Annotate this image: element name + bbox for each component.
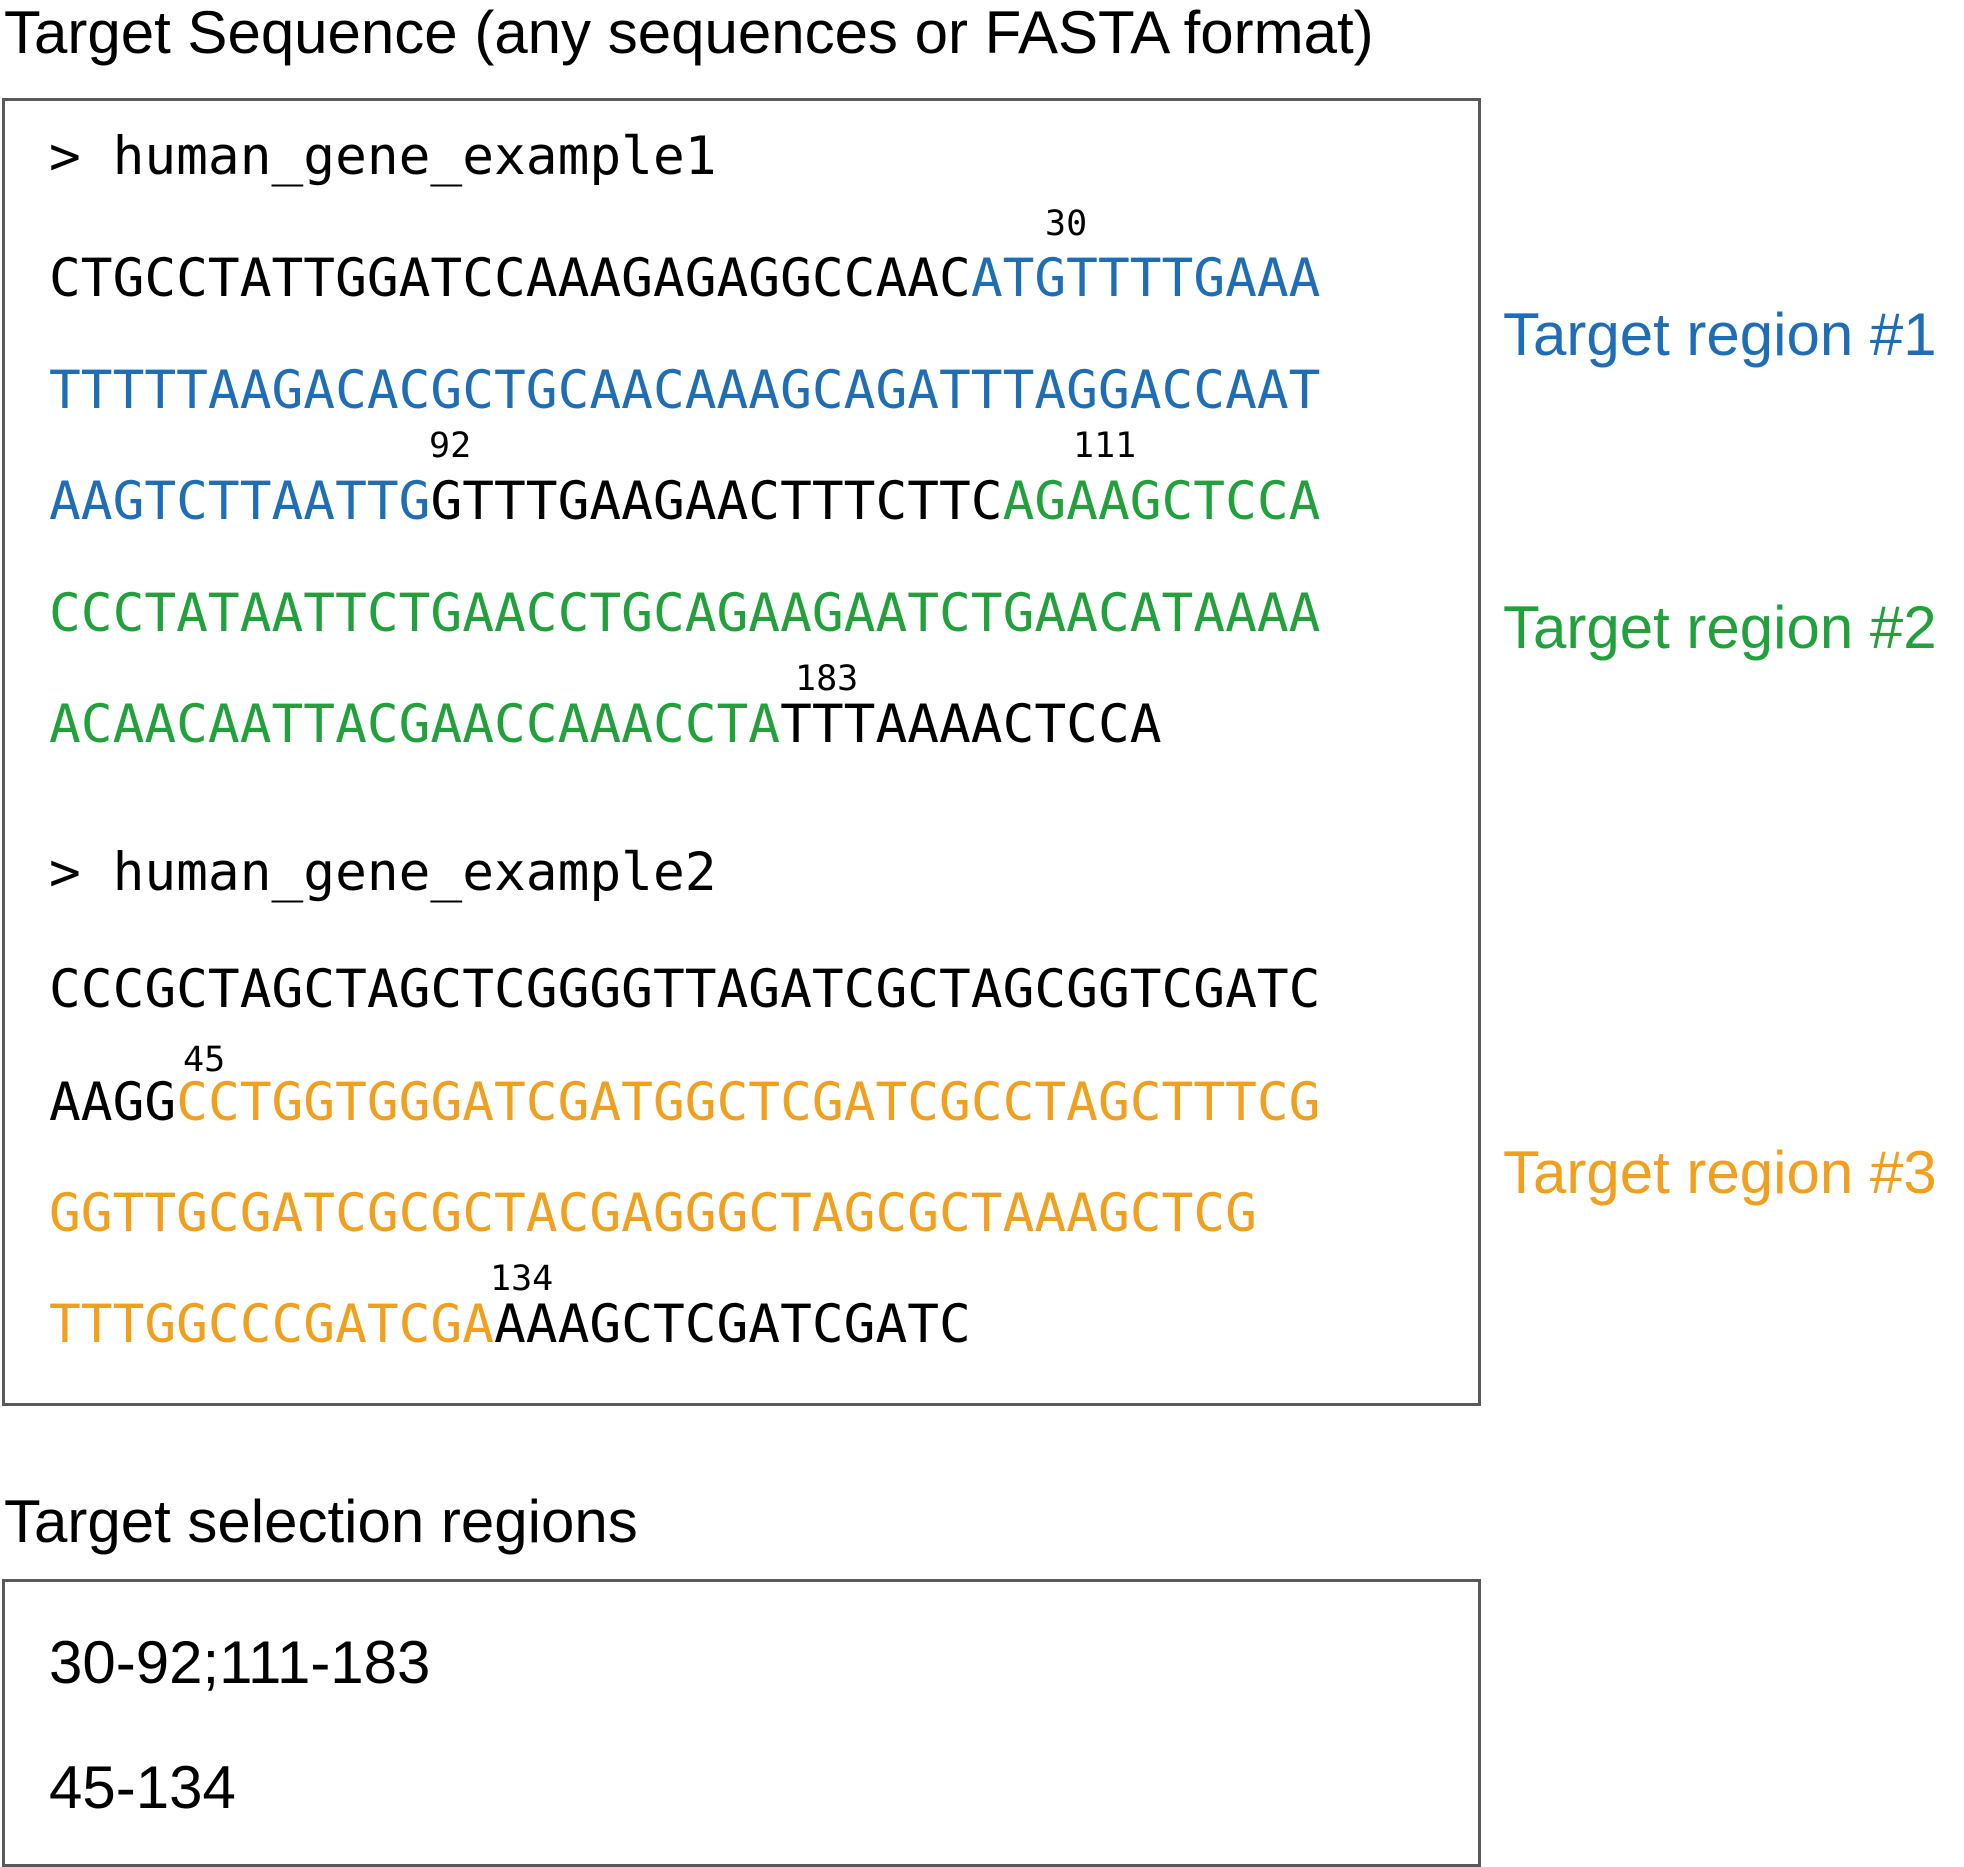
sequence-line: CCCGCTAGCTAGCTCGGGGTTAGATCGCTAGCGGTCGATC [49, 963, 1320, 1017]
selection-section-title: Target selection regions [4, 1488, 638, 1555]
sequence-line: AAGGCCTGGTGGGATCGATGGCTCGATCGCCTAGCTTTCG [49, 1076, 1320, 1130]
target-region-2-segment: ACAACAATTACGAACCAAACCTA [49, 694, 781, 755]
position-marker-30: 30 [1045, 204, 1088, 244]
target-region-3-label: Target region #3 [1503, 1139, 1937, 1206]
sequence-plain: AAGG [49, 1072, 177, 1133]
sequence-line: CTGCCTATTGGATCCAAAGAGAGGCCAACATGTTTTGAAA [49, 252, 1320, 306]
fasta-header-2: > human_gene_example2 [49, 842, 717, 903]
target-region-2-label: Target region #2 [1503, 594, 1937, 661]
sequence-section-title: Target Sequence (any sequences or FASTA … [4, 0, 1374, 66]
sequence-textarea[interactable]: > human_gene_example1 30 CTGCCTATTGGATCC… [2, 98, 1481, 1406]
fasta-header-1: > human_gene_example1 [49, 126, 717, 187]
sequence-line: AAGTCTTAATTGGTTTGAAGAACTTTCTTCAGAAGCTCCA [49, 475, 1320, 529]
target-region-3-segment: TTTGGCCCGATCGA [49, 1294, 495, 1355]
target-region-1-segment: TTTTTAAGACACGCTGCAACAAAGCAGATTTAGGACCAAT [49, 360, 1321, 421]
sequence-line: CCCTATAATTCTGAACCTGCAGAAGAATCTGAACATAAAA [49, 587, 1320, 641]
target-region-1-segment: AAGTCTTAATTG [49, 471, 431, 532]
target-region-2-segment: CCCTATAATTCTGAACCTGCAGAAGAATCTGAACATAAAA [49, 583, 1321, 644]
target-region-1-segment: ATGTTTTGAAA [970, 248, 1321, 309]
target-region-3-segment: GGTTGCGATCGCGCTACGAGGGCTAGCGCTAAAGCTCG [49, 1183, 1257, 1244]
sequence-line: TTTGGCCCGATCGAAAAGCTCGATCGATC [49, 1298, 971, 1352]
sequence-plain: AAAGCTCGATCGATC [494, 1294, 971, 1355]
sequence-plain: CCCGCTAGCTAGCTCGGGGTTAGATCGCTAGCGGTCGATC [49, 959, 1321, 1020]
sequence-line: GGTTGCGATCGCGCTACGAGGGCTAGCGCTAAAGCTCG [49, 1187, 1257, 1241]
selection-range-line-2: 45-134 [49, 1754, 236, 1821]
sequence-line: ACAACAATTACGAACCAAACCTATTTAAAACTCCA [49, 698, 1162, 752]
position-marker-111: 111 [1073, 426, 1137, 466]
sequence-plain: GTTTGAAGAACTTTCTTC [430, 471, 1003, 532]
sequence-plain: TTTAAAACTCCA [780, 694, 1162, 755]
target-region-2-segment: AGAAGCTCCA [1002, 471, 1321, 532]
position-marker-92: 92 [429, 426, 472, 466]
sequence-line: TTTTTAAGACACGCTGCAACAAAGCAGATTTAGGACCAAT [49, 364, 1320, 418]
selection-range-line-1: 30-92;111-183 [49, 1629, 431, 1696]
position-marker-45: 45 [183, 1040, 226, 1080]
sequence-plain: CTGCCTATTGGATCCAAAGAGAGGCCAAC [49, 248, 971, 309]
position-marker-134: 134 [490, 1259, 554, 1299]
target-region-3-segment: CCTGGTGGGATCGATGGCTCGATCGCCTAGCTTTCG [176, 1072, 1321, 1133]
selection-regions-textarea[interactable]: 30-92;111-183 45-134 [2, 1579, 1481, 1867]
target-region-1-label: Target region #1 [1503, 301, 1937, 368]
position-marker-183: 183 [795, 659, 859, 699]
